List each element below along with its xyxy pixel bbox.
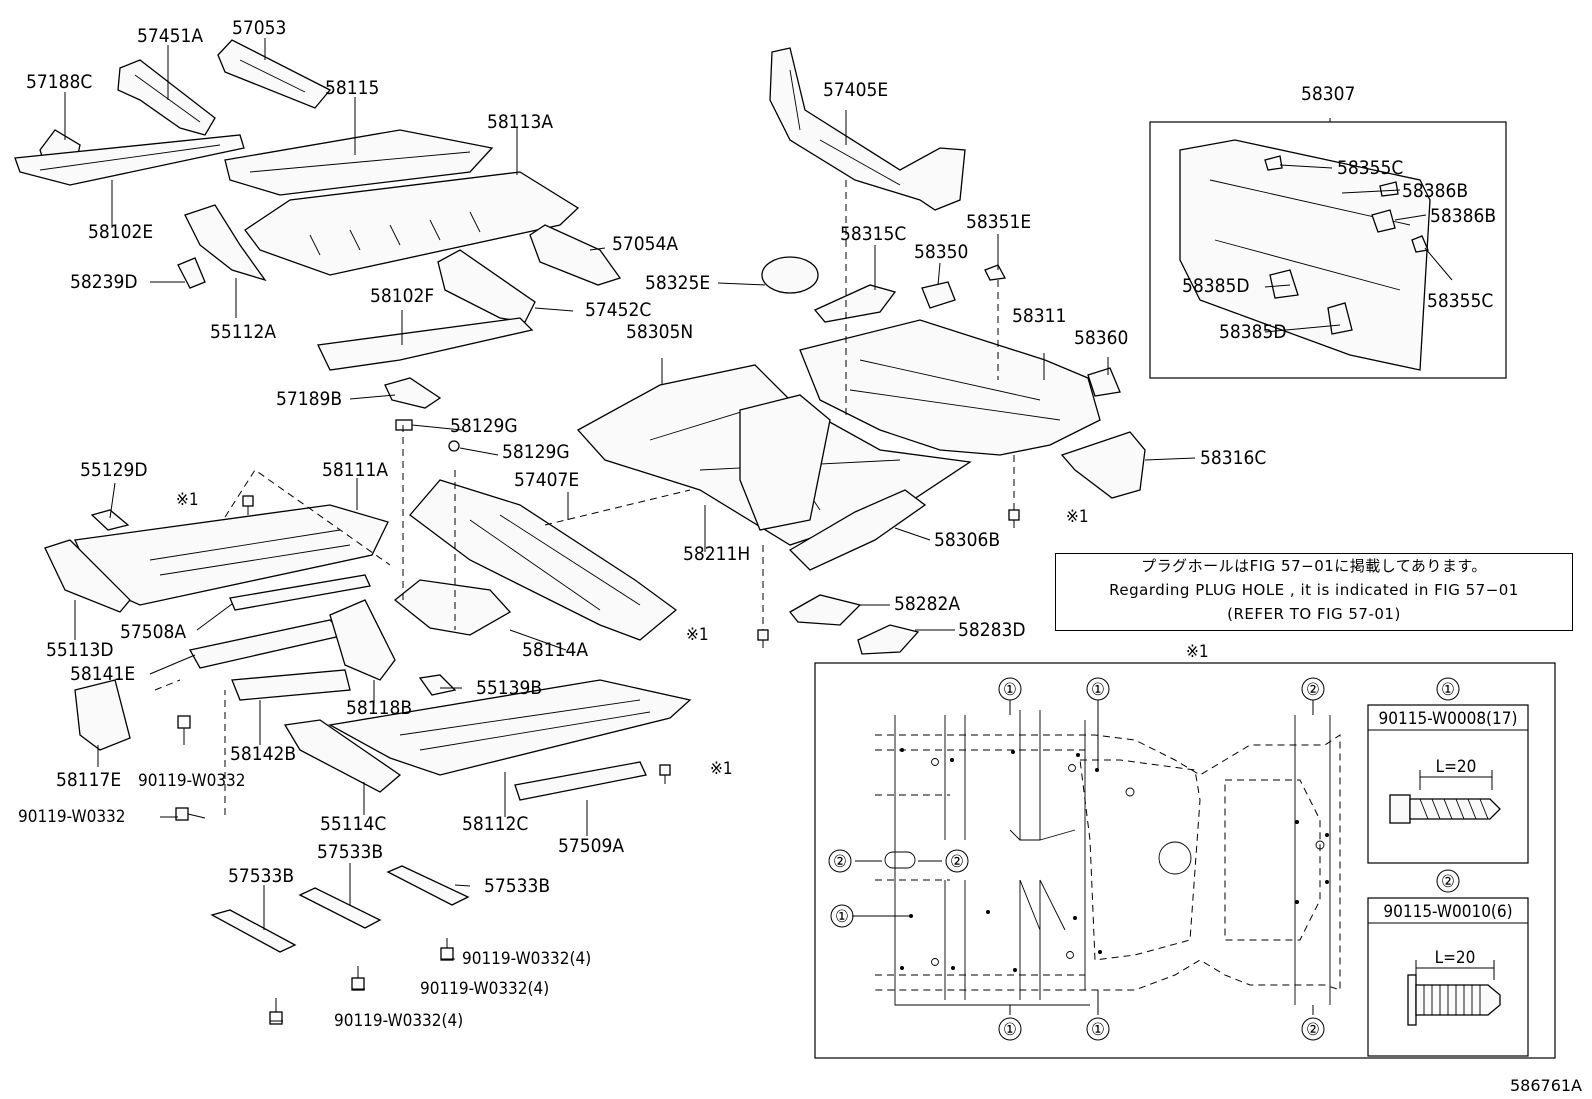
marker-glyphs: ① ① ② ② ② ① ① ① ② ① ② xyxy=(833,680,1455,1040)
part-label: 58385D xyxy=(1219,321,1287,343)
part-label: 58113A xyxy=(487,111,553,133)
bolt-locator-diagram xyxy=(814,662,1556,1059)
part-label: 55112A xyxy=(210,321,276,343)
part-label: 57407E xyxy=(514,469,579,491)
part-label: 58141E xyxy=(70,663,135,685)
asterisk-mark: ※1 xyxy=(686,625,709,645)
part-label: 58355C xyxy=(1337,157,1403,179)
part-label: 58282A xyxy=(894,593,960,615)
part-label: 58316C xyxy=(1200,447,1266,469)
part-label: 58114A xyxy=(522,639,588,661)
part-label: 57188C xyxy=(26,71,92,93)
part-label: 57509A xyxy=(558,835,624,857)
part-label: 58351E xyxy=(966,211,1031,233)
part-label: 90119-W0332 xyxy=(18,807,126,827)
part-label: 58118B xyxy=(346,697,412,719)
circled-markers xyxy=(828,677,1325,1041)
bolt-spec-labels: 90115-W0008(17) L=20 90115-W0010(6) L=20 xyxy=(1379,709,1518,968)
part-label: 90119-W0332(4) xyxy=(462,949,591,969)
part-label: 58112C xyxy=(462,813,528,835)
part-shapes xyxy=(14,38,1453,1025)
asterisk-mark: ※1 xyxy=(1186,642,1209,662)
part-label: 58102E xyxy=(88,221,153,243)
part-label: 58283D xyxy=(958,619,1026,641)
part-label: 58305N xyxy=(626,321,693,343)
marker-two: ② xyxy=(950,852,964,872)
part-label: 55129D xyxy=(80,459,148,481)
bolt-one-code: 90115-W0008(17) xyxy=(1379,709,1518,729)
part-label: 57054A xyxy=(612,233,678,255)
part-labels-left: 57451A 57053 57188C 58115 58113A 58102E … xyxy=(18,17,678,1031)
box-58307 xyxy=(1149,121,1507,379)
part-label: 58386B xyxy=(1430,205,1496,227)
part-label: 55139B xyxy=(476,677,542,699)
marker-one: ① xyxy=(1441,680,1455,700)
bolt-two-length: L=20 xyxy=(1435,948,1476,968)
bolt-two-icon xyxy=(1407,960,1501,1026)
marker-one: ① xyxy=(1091,680,1105,700)
bolt-one-length: L=20 xyxy=(1436,757,1477,777)
part-label: 57053 xyxy=(232,17,286,39)
asterisk-mark: ※1 xyxy=(1066,507,1089,527)
part-label: 55114C xyxy=(320,813,386,835)
part-label: 58117E xyxy=(56,769,121,791)
marker-one: ① xyxy=(1091,1020,1105,1040)
part-label: 57405E xyxy=(823,79,888,101)
part-label: 58115 xyxy=(325,77,379,99)
note-english: Regarding PLUG HOLE , it is indicated in… xyxy=(1109,581,1519,599)
part-label: 58325E xyxy=(645,272,710,294)
marker-one: ① xyxy=(1003,680,1017,700)
part-label: 90119-W0332(4) xyxy=(420,979,549,999)
marker-two: ② xyxy=(1306,680,1320,700)
plug-hole-note: プラグホールはFIG 57−01に掲載してあります。 Regarding PLU… xyxy=(1055,553,1573,631)
note-reference: (REFER TO FIG 57-01) xyxy=(1227,605,1401,623)
part-label: 57533B xyxy=(228,865,294,887)
part-label: 57533B xyxy=(484,875,550,897)
part-label: 58315C xyxy=(840,223,906,245)
part-label: 57533B xyxy=(317,841,383,863)
part-label: 58111A xyxy=(322,459,388,481)
part-label: 58129G xyxy=(450,415,518,437)
part-label: 55113D xyxy=(46,639,114,661)
part-label: 58211H xyxy=(683,543,750,565)
marker-two: ② xyxy=(1441,872,1455,892)
part-labels-right: 57405E 58307 58355C 58386B 58386B 58385D… xyxy=(626,79,1496,641)
bolt-one-icon xyxy=(1389,770,1501,824)
marker-two: ② xyxy=(1306,1020,1320,1040)
part-label: 58311 xyxy=(1012,305,1066,327)
asterisk-mark: ※1 xyxy=(710,759,733,779)
asterisk-marks: ※1 ※1 ※1 ※1 ※1 xyxy=(176,490,1209,779)
part-label: 58129G xyxy=(502,441,570,463)
part-label: 90119-W0332 xyxy=(138,771,246,791)
part-label: 90119-W0332(4) xyxy=(334,1011,463,1031)
marker-two: ② xyxy=(833,852,847,872)
note-japanese: プラグホールはFIG 57−01に掲載してあります。 xyxy=(1141,557,1487,575)
marker-one: ① xyxy=(1003,1020,1017,1040)
part-label: 58355C xyxy=(1427,290,1493,312)
part-label: 58239D xyxy=(70,271,138,293)
part-label: 58385D xyxy=(1182,275,1250,297)
bolt-two-code: 90115-W0010(6) xyxy=(1383,902,1512,922)
figure-id: 586761A xyxy=(1509,1076,1582,1095)
part-label: 57508A xyxy=(120,621,186,643)
part-label: 57451A xyxy=(137,25,203,47)
part-label: 58306B xyxy=(934,529,1000,551)
asterisk-mark: ※1 xyxy=(176,490,199,510)
part-label: 58350 xyxy=(914,241,968,263)
bolt-icons xyxy=(175,495,1020,1025)
part-label: 58360 xyxy=(1074,327,1128,349)
part-label: 58307 xyxy=(1301,83,1355,105)
part-label: 58102F xyxy=(370,285,434,307)
marker-one: ① xyxy=(835,907,849,927)
part-label: 58142B xyxy=(230,743,296,765)
part-label: 57452C xyxy=(585,299,651,321)
part-label: 57189B xyxy=(276,388,342,410)
part-label: 58386B xyxy=(1402,180,1468,202)
